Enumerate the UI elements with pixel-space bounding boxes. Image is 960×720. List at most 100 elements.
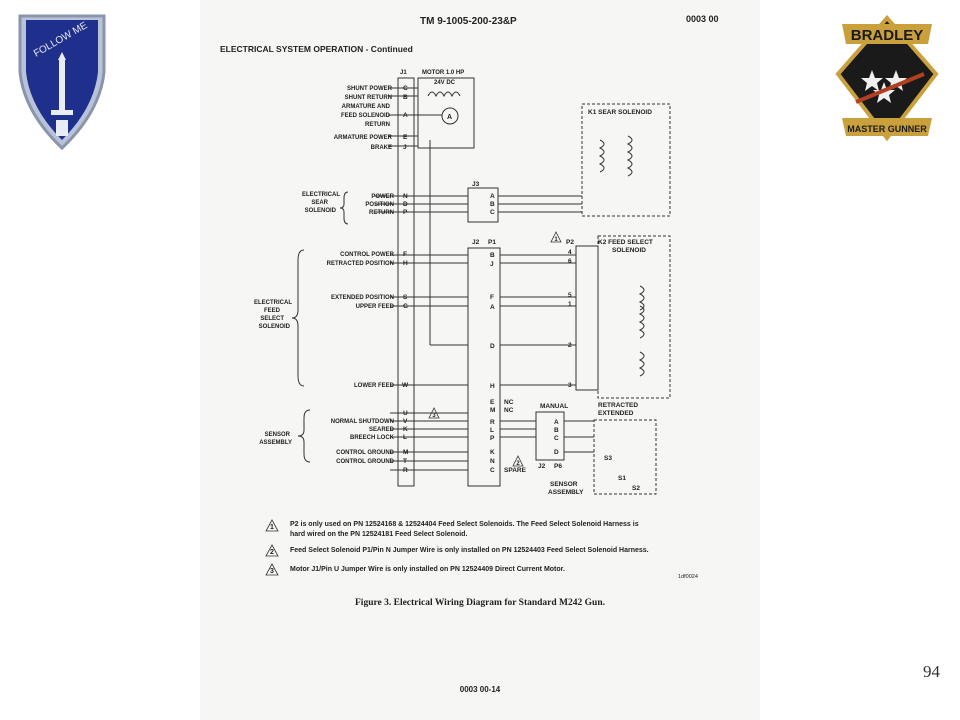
armature-circle xyxy=(441,107,459,125)
switch-s2: S2 xyxy=(632,485,640,492)
sensor-group-line-1: ASSEMBLY xyxy=(259,440,292,446)
nc-label-1: NC xyxy=(504,407,514,414)
p2-pin-5: 5 xyxy=(568,292,572,299)
j1-pin-a: A xyxy=(403,112,408,119)
bradley-master-gunner-logo: BRADLEY MASTER GUNNER xyxy=(832,14,942,144)
wiring-diagram: TM 9-1005-200-23&P 0003 00 ELECTRICAL SY… xyxy=(220,14,719,694)
motor-box xyxy=(417,77,475,149)
j1-signal-3: FEED SOLENOID xyxy=(341,113,391,119)
k2-label: K2 FEED SELECT xyxy=(598,239,653,246)
feed-signal-1: RETRACTED POSITION xyxy=(327,261,394,267)
sear-signal-0: POWER xyxy=(371,194,394,200)
p1-lower-pin-c: C xyxy=(490,467,495,474)
note-1-number: 1 xyxy=(270,524,274,531)
feed-group-line-2: SELECT xyxy=(260,316,284,322)
j2-p1-connector xyxy=(467,247,501,487)
j1-pin-h: H xyxy=(403,260,408,267)
j1-signal-4: RETURN xyxy=(365,122,390,128)
k2-coil-1 xyxy=(638,285,645,311)
j1-pin-v: V xyxy=(403,418,408,425)
figure-id: 1df0024 xyxy=(678,574,698,580)
j1-pin-b: B xyxy=(403,94,408,101)
sensor-assembly-line-1: ASSEMBLY xyxy=(548,489,584,496)
j1-signal-2: ARMATURE AND xyxy=(342,104,391,110)
motor-label: MOTOR 1.0 HP xyxy=(422,70,464,76)
note-2-number: 2 xyxy=(270,549,274,556)
sear-group-line-1: SEAR xyxy=(311,200,328,206)
p6-pin-a: A xyxy=(554,419,559,426)
j1-pin-p: P xyxy=(403,209,408,216)
j1-pin-k: K xyxy=(403,426,408,433)
p2-connector xyxy=(575,245,599,391)
p1-lower-pin-n: N xyxy=(490,458,495,465)
sensor-signal-4: CONTROL GROUND xyxy=(336,459,395,465)
page-footer: 0003 00-14 xyxy=(460,685,501,694)
shunt-coil xyxy=(427,91,461,98)
j2-label: J2 xyxy=(472,239,480,246)
k2-coil-3 xyxy=(638,351,645,377)
scanned-document-page: TM 9-1005-200-23&P 0003 00 ELECTRICAL SY… xyxy=(200,0,760,720)
sensor-group-line-0: SENSOR xyxy=(265,432,291,438)
sensor-brace xyxy=(297,409,311,463)
p2-pin-6: 6 xyxy=(568,258,572,265)
p6-connector xyxy=(535,411,565,461)
j1-pin-c: C xyxy=(403,85,408,92)
note-marker-spare: 2 xyxy=(516,461,520,467)
j1-pin-n: N xyxy=(403,193,408,200)
j1-pin-d: D xyxy=(403,201,408,208)
follow-me-shield-logo: FOLLOW ME xyxy=(14,12,110,152)
p1-pin-a: A xyxy=(490,304,495,311)
k1-label: K1 SEAR SOLENOID xyxy=(588,109,652,116)
k1-box xyxy=(581,103,671,217)
p1-lower-pin-r: R xyxy=(490,419,495,426)
j1-label: J1 xyxy=(400,70,407,76)
note-2-text: Feed Select Solenoid P1/Pin N Jumper Wir… xyxy=(290,547,649,554)
p6-j2-label: J2 xyxy=(538,463,546,470)
sensor-signal-1: SEARED xyxy=(369,427,395,433)
p1-pin-d: D xyxy=(490,343,495,350)
j1-pin-r: R xyxy=(403,467,408,474)
sear-signal-2: RETURN xyxy=(369,210,394,216)
feed-group-line-0: ELECTRICAL xyxy=(254,300,292,306)
j1-pin-w: W xyxy=(402,382,409,389)
j1-signal-6: BRAKE xyxy=(371,145,392,151)
work-package: 0003 00 xyxy=(686,14,719,24)
feed-signal-0: CONTROL POWER xyxy=(340,252,395,258)
sear-brace xyxy=(339,191,349,225)
p2-pin-1: 1 xyxy=(568,301,572,308)
j1-signal-0: SHUNT POWER xyxy=(347,86,393,92)
k2-label-2: SOLENOID xyxy=(612,247,646,254)
p1-lower-pin-l: L xyxy=(490,427,494,434)
p1-label: P1 xyxy=(488,239,496,246)
j1-pin-m: M xyxy=(403,449,408,456)
j3-connector xyxy=(467,187,499,223)
p2-pin-3: 3 xyxy=(568,382,572,389)
p1-pin-b: B xyxy=(490,252,495,259)
note-1-text-2: hard wired on the PN 12524181 Feed Selec… xyxy=(290,531,467,538)
j3-label: J3 xyxy=(472,181,480,188)
nc-label-0: NC xyxy=(504,399,514,406)
p1-lower-pin-m: M xyxy=(490,407,495,414)
j1-pin-l: L xyxy=(403,434,407,441)
j3-pin-c: C xyxy=(490,209,495,216)
switch-s3: S3 xyxy=(604,455,612,462)
j1-pin-t: T xyxy=(403,458,407,465)
p1-pin-f: F xyxy=(490,294,494,301)
manual-label: MANUAL xyxy=(540,403,568,410)
k2-coil-2 xyxy=(638,305,645,339)
p1-pin-h: H xyxy=(490,383,495,390)
note-1-text: P2 is only used on PN 12524168 & 1252440… xyxy=(290,521,639,528)
sensor-signal-2: BREECH LOCK xyxy=(350,435,395,441)
p2-label: P2 xyxy=(566,239,574,246)
feed-group-line-1: FEED xyxy=(264,308,281,314)
k2-box xyxy=(597,235,671,399)
sear-signal-1: POSITION xyxy=(365,202,394,208)
p1-pin-j: J xyxy=(490,261,494,268)
master-gunner-text: MASTER GUNNER xyxy=(847,124,927,134)
tm-number: TM 9-1005-200-23&P xyxy=(420,16,517,27)
note-marker-p2: 1 xyxy=(554,237,558,243)
k1-coil-1 xyxy=(598,139,605,173)
p6-pin-d: D xyxy=(554,449,559,456)
j1-pin-f: F xyxy=(403,251,407,258)
feed-brace xyxy=(291,249,305,387)
